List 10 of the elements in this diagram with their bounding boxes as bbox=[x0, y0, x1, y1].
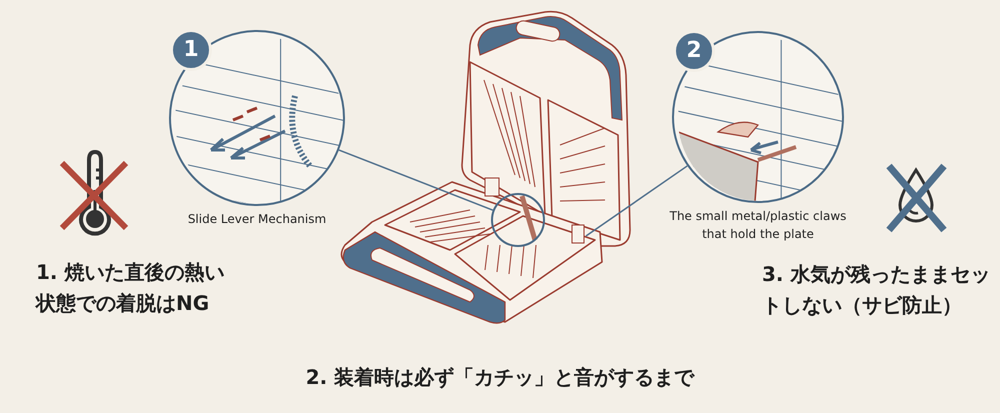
leader-line bbox=[338, 149, 494, 211]
number-badge: 1 bbox=[170, 29, 212, 71]
leader-line bbox=[586, 165, 688, 237]
instruction-text: 2. 装着時は必ず「カチッ」と音がするまで bbox=[304, 364, 696, 391]
callout-label: Slide Lever Mechanism bbox=[186, 211, 328, 228]
number-badge: 2 bbox=[673, 30, 715, 72]
instruction-text: 1. 焼いた直後の熱い状態での着脱はNG bbox=[36, 259, 226, 317]
instruction-text: 3. 水気が残ったままセットしない（サビ防止） bbox=[762, 261, 992, 319]
highlight-circle bbox=[491, 193, 545, 247]
callout-label: The small metal/plastic claws that hold the plate bbox=[668, 208, 848, 243]
